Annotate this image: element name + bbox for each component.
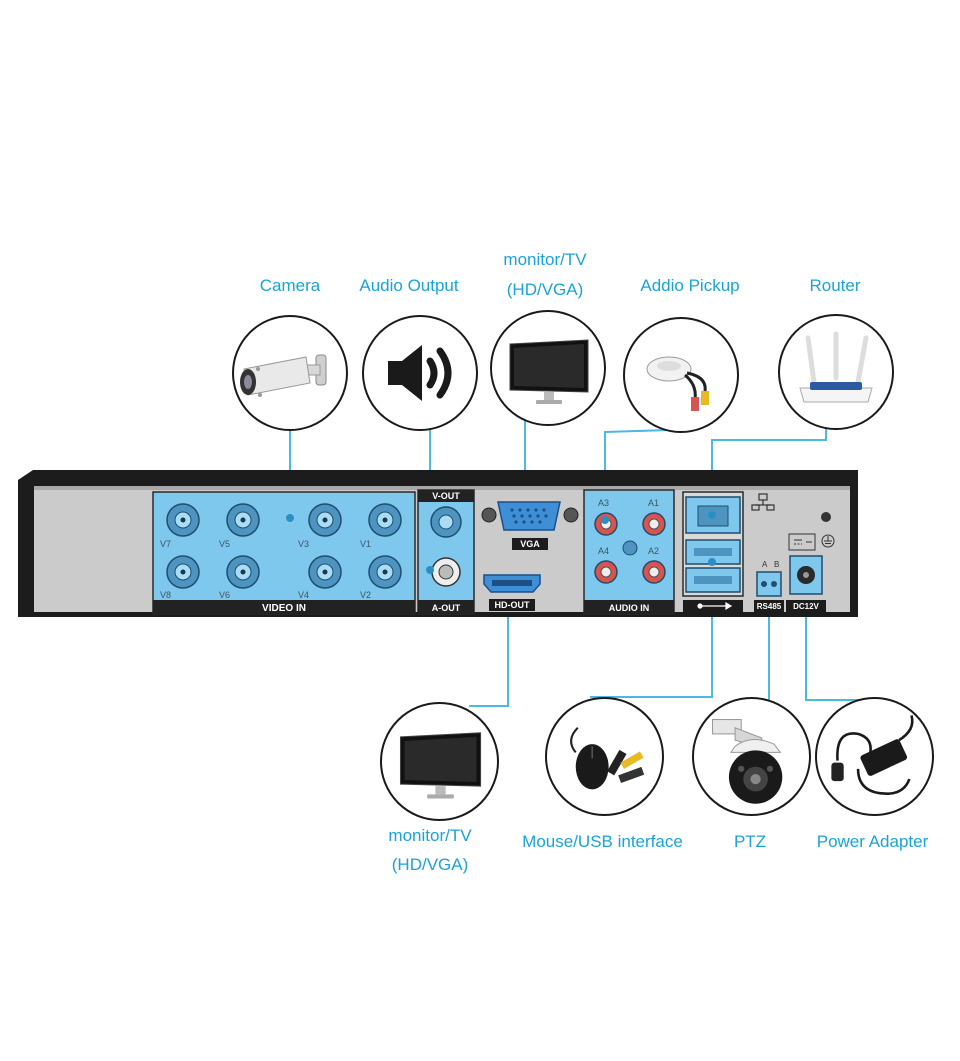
mouse-usb-circle <box>545 697 664 816</box>
usb-symbol-icon <box>697 601 733 611</box>
network-icon <box>751 493 775 511</box>
audio-output-circle <box>362 315 478 431</box>
power-adapter-icon <box>831 715 914 795</box>
hdmi-line <box>469 590 509 707</box>
dc12v-caption: DC12V <box>793 602 819 611</box>
hd-out-caption: HD-OUT <box>495 600 530 610</box>
ch-label: V5 <box>219 539 230 549</box>
router-circle <box>778 314 894 430</box>
audio-pickup-label: Addio Pickup <box>640 276 740 295</box>
rs485-port: A B RS485 <box>754 560 784 612</box>
mouse-usb-label: Mouse/USB interface <box>522 832 683 851</box>
ptz-camera-icon <box>711 719 783 804</box>
mouse-usb-icon <box>570 727 645 790</box>
ch-label: A2 <box>648 546 659 556</box>
monitor-bottom-label-line1: monitor/TV <box>388 826 472 845</box>
audio-in-caption: AUDIO IN <box>609 603 650 613</box>
camera-label: Camera <box>259 276 321 295</box>
v-out-caption: V-OUT <box>432 491 460 501</box>
dc-polarity-icon <box>788 533 816 551</box>
audio-in-block: AUDIO IN A3 A1 A4 A2 <box>583 489 675 615</box>
ptz-circle <box>692 697 811 816</box>
microphone-pickup-icon <box>646 356 709 411</box>
ch-label: V2 <box>360 590 371 600</box>
vga-port: VGA <box>481 501 579 550</box>
camera-icon <box>240 354 327 397</box>
ch-label: V8 <box>160 590 171 600</box>
a-out-caption: A-OUT <box>432 603 461 613</box>
monitor-bottom-label-line2: (HD/VGA) <box>391 855 469 874</box>
vga-caption: VGA <box>520 539 540 549</box>
audio-output-label: Audio Output <box>359 276 459 295</box>
ch-label: A4 <box>598 546 609 556</box>
ground-screw-icon <box>821 512 831 522</box>
audio-out-connector-dot <box>426 566 434 574</box>
ground-icon <box>821 534 835 548</box>
audio-pickup-circle <box>623 317 739 433</box>
power-adapter-circle <box>815 697 934 816</box>
monitor-icon <box>399 732 482 799</box>
router-icon <box>799 331 873 403</box>
power-adapter-label: Power Adapter <box>816 832 929 851</box>
speaker-icon <box>388 345 452 401</box>
rs485-caption: RS485 <box>757 602 782 611</box>
ch-label: V3 <box>298 539 309 549</box>
lan-usb-block <box>682 491 775 612</box>
monitor-top-circle <box>490 310 606 426</box>
router-label: Router <box>809 276 861 295</box>
dc12v-port: DC12V <box>786 512 835 612</box>
ch-label: A3 <box>598 498 609 508</box>
camera-circle <box>232 315 348 431</box>
monitor-bottom-circle <box>380 702 499 821</box>
monitor-top-label-line1: monitor/TV <box>503 250 587 269</box>
camera-connector-dot <box>286 514 294 522</box>
ch-label: A1 <box>648 498 659 508</box>
monitor-icon <box>509 339 589 404</box>
monitor-top-label-line2: (HD/VGA) <box>506 280 584 299</box>
ch-label: V6 <box>219 590 230 600</box>
hdmi-port: HD-OUT <box>483 574 541 611</box>
ch-label: V4 <box>298 590 309 600</box>
video-in-caption: VIDEO IN <box>262 603 306 614</box>
ch-label: V1 <box>360 539 371 549</box>
rs485-b-label: B <box>774 560 779 569</box>
av-out-block: V-OUT A-OUT <box>417 489 475 615</box>
bnc-connectors <box>166 503 402 589</box>
rs485-a-label: A <box>762 560 768 569</box>
ch-label: V7 <box>160 539 171 549</box>
ptz-label: PTZ <box>733 832 767 851</box>
video-channel-labels: V7 V5 V3 V1 V8 V6 V4 V2 <box>160 539 371 600</box>
